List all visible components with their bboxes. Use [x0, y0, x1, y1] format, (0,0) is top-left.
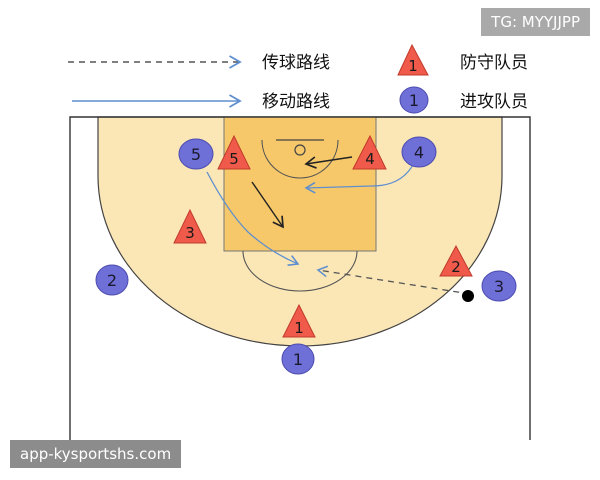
legend-defender-num: 1 [408, 57, 418, 75]
legend: 传球路线 移动路线 1 防守队员 1 进攻队员 [68, 43, 528, 114]
attacker-2-num: 2 [107, 271, 117, 290]
rim [294, 144, 306, 156]
defender-5-num: 5 [229, 150, 239, 168]
defender-4-num: 4 [365, 150, 375, 168]
attacker-3: 3 [481, 270, 517, 302]
defender-1-num: 1 [294, 319, 304, 337]
legend-defender-icon: 1 [397, 43, 429, 76]
court-boundary [69, 116, 531, 440]
attacker-4: 4 [401, 136, 437, 168]
attacker-3-num: 3 [494, 277, 504, 296]
legend-attacker-label: 进攻队员 [460, 92, 528, 112]
defender-3-num: 3 [185, 224, 195, 242]
legend-move-label: 移动路线 [262, 92, 330, 112]
defender-2-num: 2 [451, 258, 461, 276]
restricted-arc [261, 139, 339, 179]
defenders: 5 4 3 2 1 [173, 134, 473, 338]
defender-route-5 [251, 181, 284, 229]
defender-3: 3 [173, 208, 207, 244]
attacker-5: 5 [178, 138, 214, 170]
half-court [69, 116, 531, 440]
defender-1: 1 [282, 303, 316, 338]
attacker-1: 1 [281, 343, 315, 375]
attacker-4-num: 4 [414, 143, 424, 162]
move-route-5 [206, 171, 300, 266]
defender-2: 2 [439, 244, 473, 277]
attackers: 5 4 2 3 1 [95, 136, 517, 375]
legend-pass-label: 传球路线 [262, 53, 330, 73]
move-route-4 [304, 162, 415, 194]
attacker-5-num: 5 [191, 145, 201, 164]
attacker-2: 2 [95, 264, 129, 296]
defender-4: 4 [352, 134, 387, 170]
footer-url-badge: app-kysportshs.com [10, 440, 182, 468]
paint-key [223, 116, 377, 252]
watermark-badge: TG: MYYJJPP [481, 8, 590, 36]
free-throw-circle [242, 250, 358, 292]
pass-route-3 [316, 265, 471, 295]
ball [462, 290, 474, 302]
defender-5: 5 [217, 134, 251, 170]
defender-route-4 [304, 156, 353, 169]
legend-attacker-icon: 1 [399, 86, 429, 114]
legend-attacker-num: 1 [409, 91, 419, 110]
attacker-1-num: 1 [293, 350, 303, 369]
routes [206, 156, 471, 295]
legend-defender-label: 防守队员 [460, 53, 528, 73]
